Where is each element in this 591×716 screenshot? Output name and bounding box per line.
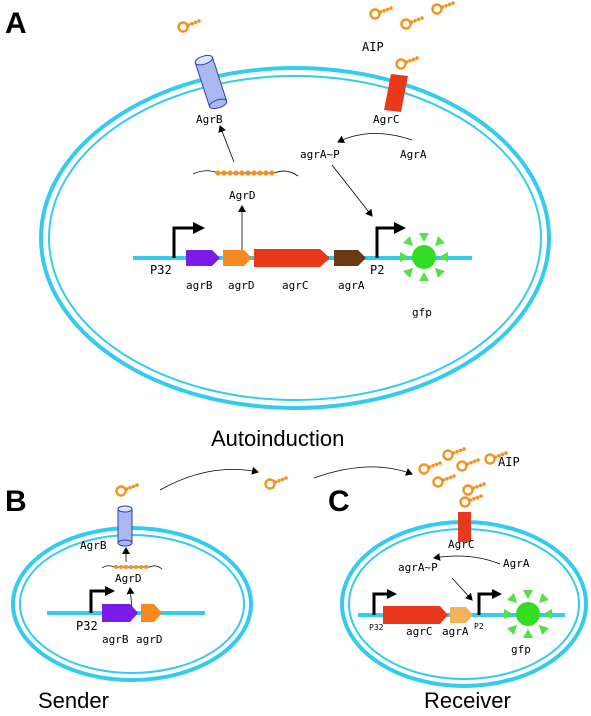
panel-c-aip-molecules: [418, 446, 509, 508]
panel-c-aip-label: AIP: [498, 455, 520, 469]
panel-a-agra-gene: [334, 250, 366, 266]
panel-a-agrb-protein-label: AgrB: [196, 113, 223, 126]
panel-b-letter: B: [5, 485, 27, 518]
panel-a-agrap-to-p2-arrow: [331, 164, 373, 217]
panel-a-letter: A: [5, 7, 27, 40]
panel-c-agra-gene: [450, 607, 473, 623]
panel-a-agrb-gene: [186, 250, 220, 266]
panel-b-agrd-gene-label: agrD: [136, 633, 163, 646]
panel-a-cell-membrane: [39, 66, 551, 410]
panel-c-gfp-label: gfp: [511, 643, 531, 656]
panel-a-p32-label: P32: [150, 263, 172, 277]
panel-b-gene-to-agrd-arrow: [126, 587, 135, 609]
panel-b-agrb-gene-label: agrB: [102, 633, 129, 646]
panel-b-agrb-gene: [102, 604, 138, 622]
panel-b-p32-promoter: [89, 589, 108, 613]
panel-b-agrb-protein-label: AgrB: [80, 539, 107, 552]
panel-a-agrc-protein-label: AgrC: [373, 113, 400, 126]
panel-a-aip-label: AIP: [362, 40, 384, 54]
panel-b-p32-label: P32: [76, 619, 98, 633]
panel-a-gfp-icon: [400, 233, 448, 281]
intercellular-signal: [159, 466, 413, 491]
panel-a-p2-label: P2: [370, 263, 384, 277]
panel-a-agrc-gene: [254, 249, 330, 267]
panel-c-agrc-gene: [383, 606, 448, 624]
panel-a-aip-molecules: [177, 0, 456, 70]
panel-c-agrc-gene-label: agrC: [406, 625, 433, 638]
panel-b-agrd-gene: [141, 604, 162, 622]
panel-a-agra-protein-label: AgrA: [400, 148, 427, 161]
panel-c-agra-p-label: agrA~P: [398, 561, 438, 574]
panel-a-agrb-gene-label: agrB: [186, 279, 213, 292]
panel-a: A AIP AgrB AgrC agrA~P AgrA: [5, 0, 551, 451]
panel-b-agrd-peptide-label: AgrD: [115, 572, 142, 585]
panel-c-agra-protein-label: AgrA: [503, 557, 530, 570]
panel-c-agrap-to-p2-arrow: [451, 577, 473, 601]
panel-c: C AIP AgrC agrA~P AgrA: [328, 446, 588, 713]
panel-a-agrd-gene: [223, 250, 252, 266]
panel-c-gfp-icon: [504, 590, 552, 638]
panel-a-agrd-peptide-label: AgrD: [229, 189, 256, 202]
panel-c-agrc-receptor: [458, 512, 471, 542]
panel-b: B AgrB AgrD P32 agrB: [5, 482, 253, 713]
panel-c-phosphorylation-arrow: [433, 553, 501, 565]
panel-b-caption: Sender: [38, 688, 109, 713]
panel-c-p32-promoter: [372, 592, 390, 615]
panel-c-caption: Receiver: [424, 688, 511, 713]
panel-a-agrd-peptide: [192, 170, 299, 177]
panel-a-p2-promoter: [375, 226, 397, 258]
panel-b-agrb-channel: [117, 505, 133, 547]
panel-b-aip-molecule: [115, 482, 141, 497]
panel-a-agrc-gene-label: agrC: [282, 279, 309, 292]
panel-a-agrd-to-agrb-arrow: [218, 125, 235, 163]
panel-c-agra-gene-label: agrA: [442, 625, 469, 638]
panel-c-p2-promoter: [477, 592, 495, 615]
panel-a-caption: Autoinduction: [211, 426, 344, 451]
panel-a-agrb-channel: [194, 54, 228, 110]
panel-a-agrc-receptor: [384, 74, 408, 112]
panel-b-agrd-peptide: [101, 565, 163, 570]
panel-a-gfp-label: gfp: [412, 306, 432, 319]
panel-a-p32-promoter: [172, 226, 196, 258]
panel-c-p2-label: P2: [474, 622, 484, 631]
panel-a-agra-p-label: agrA~P: [300, 148, 340, 161]
panel-c-letter: C: [328, 485, 350, 518]
panel-c-agrc-protein-label: AgrC: [448, 538, 475, 551]
panel-a-agrd-gene-label: agrD: [228, 279, 255, 292]
panel-c-p32-label: P32: [369, 623, 384, 632]
panel-a-phosphorylation-arrow: [337, 133, 413, 143]
panel-a-agra-gene-label: agrA: [338, 279, 365, 292]
